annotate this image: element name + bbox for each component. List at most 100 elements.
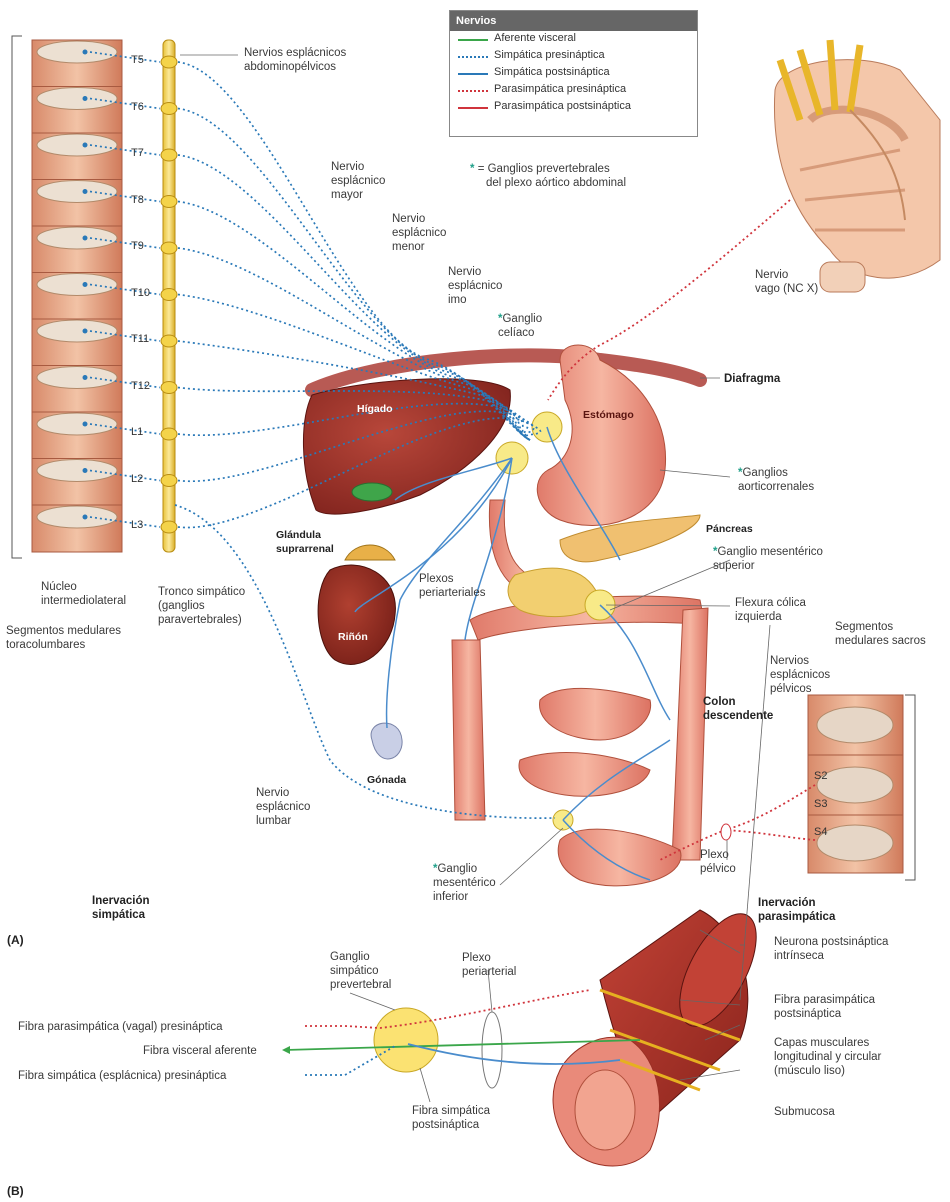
cord-cross-section xyxy=(37,460,117,482)
paravertebral-ganglion xyxy=(161,428,177,440)
cord-cross-section xyxy=(37,227,117,249)
intermediolateral-nucleus xyxy=(83,143,88,148)
paravertebral-ganglion xyxy=(161,289,177,301)
gallbladder xyxy=(352,483,392,501)
gonad xyxy=(371,723,402,759)
intermediolateral-nucleus xyxy=(83,96,88,101)
label-diafragma: Diafragma xyxy=(724,372,780,386)
legend-swatch xyxy=(458,56,488,58)
label-rinon: Riñón xyxy=(338,630,368,644)
star-note-line2: del plexo aórtico abdominal xyxy=(486,177,626,189)
intermediolateral-nucleus xyxy=(83,422,88,427)
cord-cross-section xyxy=(37,41,117,63)
paravertebral-ganglion xyxy=(161,56,177,68)
label-fibra-visceral: Fibra visceral aferente xyxy=(143,1044,257,1058)
legend-item: Aferente visceral xyxy=(450,31,697,48)
cord-cross-section xyxy=(37,274,117,296)
legend-label: Parasimpática presináptica xyxy=(494,83,626,95)
label-tronco: Tronco simpático(gangliosparavertebrales… xyxy=(158,585,245,627)
star-note: * = Ganglios prevertebrales del plexo aó… xyxy=(470,162,626,190)
paravertebral-ganglion xyxy=(161,242,177,254)
legend-title: Nervios xyxy=(450,11,697,31)
legend-swatch xyxy=(458,90,488,92)
kidney xyxy=(318,565,395,664)
cord-cross-section xyxy=(37,88,117,110)
intermediolateral-nucleus xyxy=(83,50,88,55)
legend-label: Simpática presináptica xyxy=(494,49,605,61)
segment-label: L2 xyxy=(131,473,143,485)
intermediolateral-nucleus xyxy=(83,282,88,287)
intermediolateral-nucleus xyxy=(83,515,88,520)
legend-swatch xyxy=(458,73,488,75)
label-pancreas: Páncreas xyxy=(706,522,753,536)
label-fibra-para-post: Fibra parasimpáticapostsináptica xyxy=(774,993,875,1021)
adrenal xyxy=(345,545,395,560)
segment-label: T8 xyxy=(131,194,144,206)
segment-label: L3 xyxy=(131,519,143,531)
paravertebral-ganglion xyxy=(161,382,177,394)
label-menor: Nervioesplácnicomenor xyxy=(392,212,446,254)
panel-a-label: (A) xyxy=(7,933,24,947)
label-vago: Nerviovago (NC X) xyxy=(755,268,818,296)
legend-swatch xyxy=(458,39,488,41)
label-higado: Hígado xyxy=(357,402,393,416)
periarterial-plexus-b xyxy=(482,1012,502,1088)
label-inerv-para: Inervaciónparasimpática xyxy=(758,896,835,924)
cord-cross-section xyxy=(37,367,117,389)
paravertebral-ganglion xyxy=(161,196,177,208)
segment-label: T6 xyxy=(131,101,144,113)
legend-item: Simpática presináptica xyxy=(450,48,697,65)
label-inerv-simp: Inervaciónsimpática xyxy=(92,894,150,922)
panel-b-label: (B) xyxy=(7,1184,24,1198)
label-fibra-simp: Fibra simpática (esplácnica) presináptic… xyxy=(18,1069,226,1083)
label-gonada: Gónada xyxy=(367,773,406,787)
sympathetic-trunk xyxy=(161,40,177,552)
spinal-cord xyxy=(32,40,122,552)
cord-cross-section xyxy=(37,320,117,342)
label-fibra-para: Fibra parasimpática (vagal) presináptica xyxy=(18,1020,223,1034)
intermediolateral-nucleus xyxy=(83,375,88,380)
brainstem xyxy=(774,40,940,292)
segment-label: T11 xyxy=(131,333,149,345)
segment-label: T7 xyxy=(131,147,144,159)
sacral-segment-label: S3 xyxy=(814,798,827,810)
label-glandula: Glándulasuprarrenal xyxy=(276,528,334,556)
sacral-segment-label: S4 xyxy=(814,826,827,838)
intermediolateral-nucleus xyxy=(83,236,88,241)
intermediolateral-nucleus xyxy=(83,468,88,473)
cord-cross-section xyxy=(37,134,117,156)
intermediolateral-nucleus xyxy=(83,329,88,334)
legend-swatch xyxy=(458,107,488,109)
label-pelvicos: Nerviosesplácnicospélvicos xyxy=(770,654,830,696)
cord-cross-section xyxy=(37,181,117,203)
paravertebral-ganglion xyxy=(161,149,177,161)
sacral-segment-label: S2 xyxy=(814,770,827,782)
legend-item: Parasimpática presináptica xyxy=(450,82,697,99)
legend-label: Simpática postsináptica xyxy=(494,66,610,78)
prevertebral-ganglion-b xyxy=(374,1008,438,1072)
legend-item: Parasimpática postsináptica xyxy=(450,99,697,116)
legend-label: Parasimpática postsináptica xyxy=(494,100,631,112)
label-submucosa: Submucosa xyxy=(774,1105,835,1119)
segment-label: L1 xyxy=(131,426,143,438)
legend-item: Simpática postsináptica xyxy=(450,65,697,82)
cord-cross-section xyxy=(37,506,117,528)
paravertebral-ganglion xyxy=(161,521,177,533)
